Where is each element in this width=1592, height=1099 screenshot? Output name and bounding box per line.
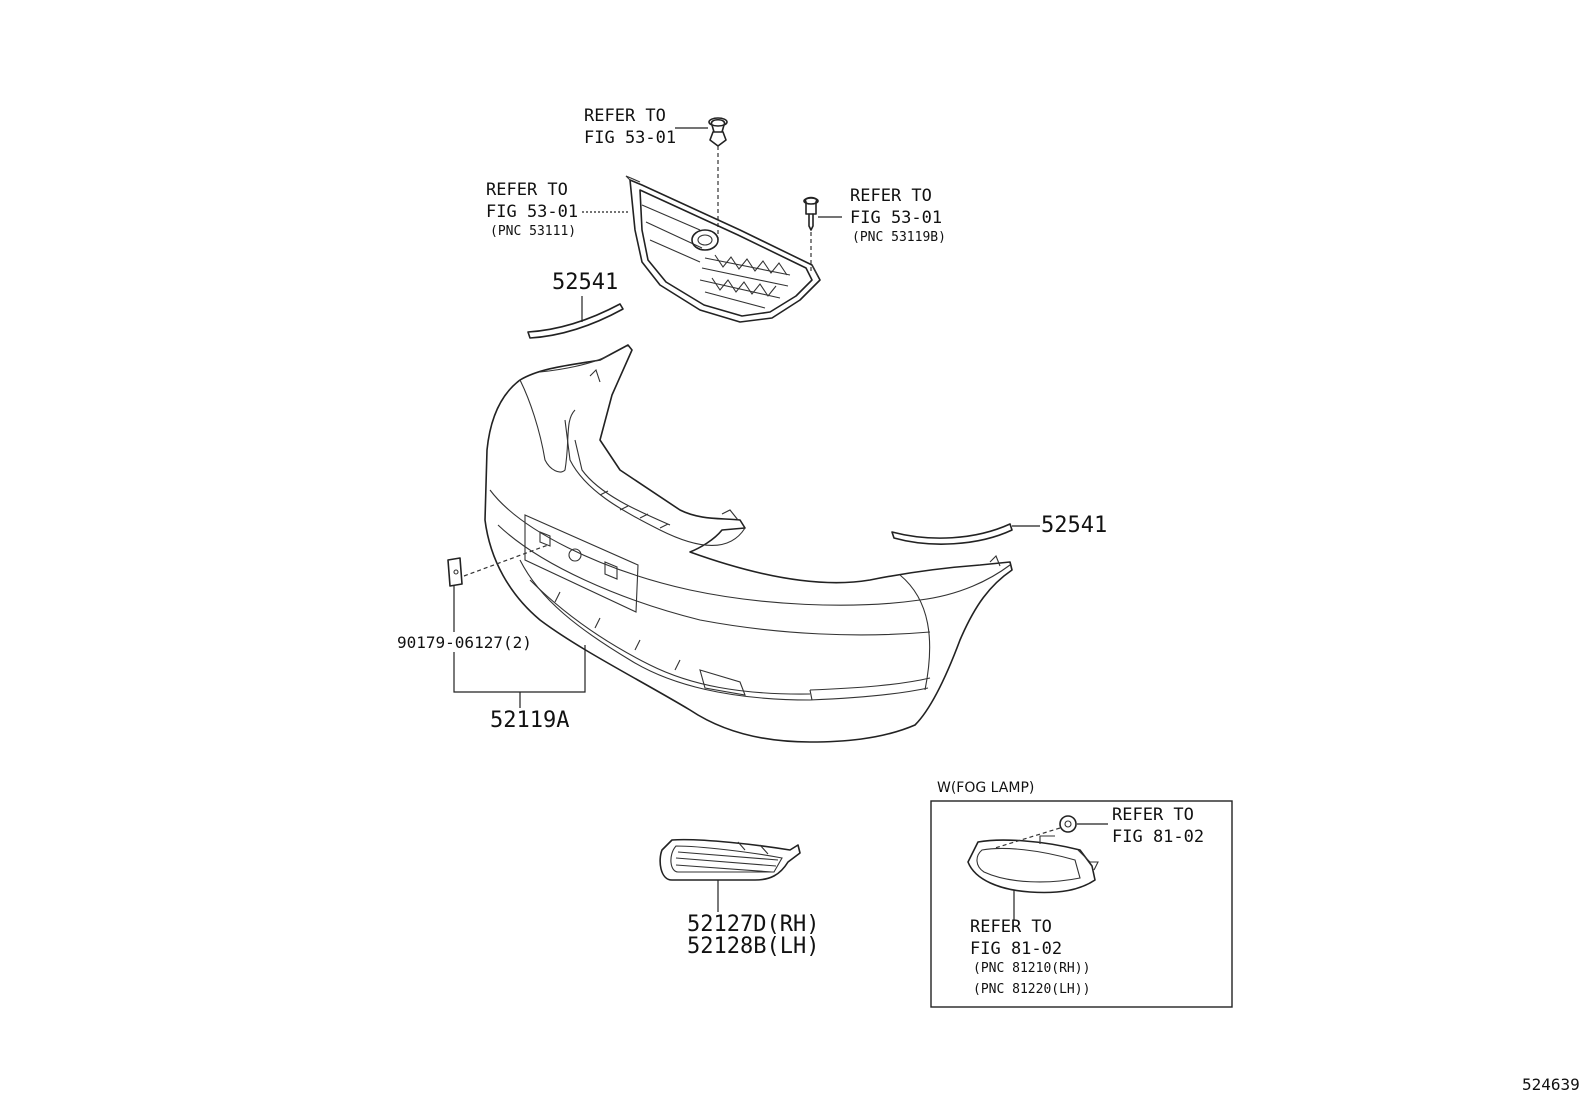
figure-number: 524639 [1522, 1075, 1580, 1094]
fog-lamp-ref-line2: FIG 81-02 [970, 939, 1063, 959]
molding-upper-right [891, 523, 1040, 545]
bezel-label-lh: 52128B(LH) [687, 934, 820, 959]
fog-lamp-pnc-rh: (PNC 81210(RH)) [973, 961, 1091, 976]
emblem-ref-line1: REFER TO [850, 186, 932, 206]
bezel-label-rh: 52127D(RH) [687, 912, 820, 937]
fog-lamp-nut [994, 815, 1108, 849]
emblem-screw [803, 196, 842, 272]
grille-ref-line1: REFER TO [486, 180, 568, 200]
mounting-bracket [447, 544, 586, 708]
fog-lamp-assembly [967, 835, 1099, 920]
bracket-label: 90179-06127(2) [397, 633, 532, 652]
emblem-ref-line2: FIG 53-01 [850, 208, 943, 228]
fog-lamp-ref-line1: REFER TO [970, 917, 1052, 937]
radiator-grille [582, 175, 821, 323]
lamp-bezel [659, 838, 801, 912]
bumper-cover-label: 52119A [490, 708, 570, 733]
fog-lamp-box [930, 800, 1233, 1008]
bumper-cover [484, 344, 1013, 743]
molding-left-label: 52541 [552, 270, 619, 295]
molding-upper-left [527, 296, 624, 339]
fog-box-title: W(FOG LAMP) [937, 780, 1035, 796]
fog-nut-ref-line2: FIG 81-02 [1112, 827, 1205, 847]
clip-ref-line2: FIG 53-01 [584, 128, 677, 148]
fog-lamp-pnc-lh: (PNC 81220(LH)) [973, 982, 1091, 997]
clip-ref-line1: REFER TO [584, 106, 666, 126]
grille-ref-pnc: (PNC 53111) [490, 224, 577, 239]
clip-fastener [675, 117, 728, 240]
emblem-ref-pnc: (PNC 53119B) [852, 230, 946, 245]
fog-nut-ref-line1: REFER TO [1112, 805, 1194, 825]
molding-right-label: 52541 [1041, 513, 1108, 538]
grille-ref-line2: FIG 53-01 [486, 202, 579, 222]
